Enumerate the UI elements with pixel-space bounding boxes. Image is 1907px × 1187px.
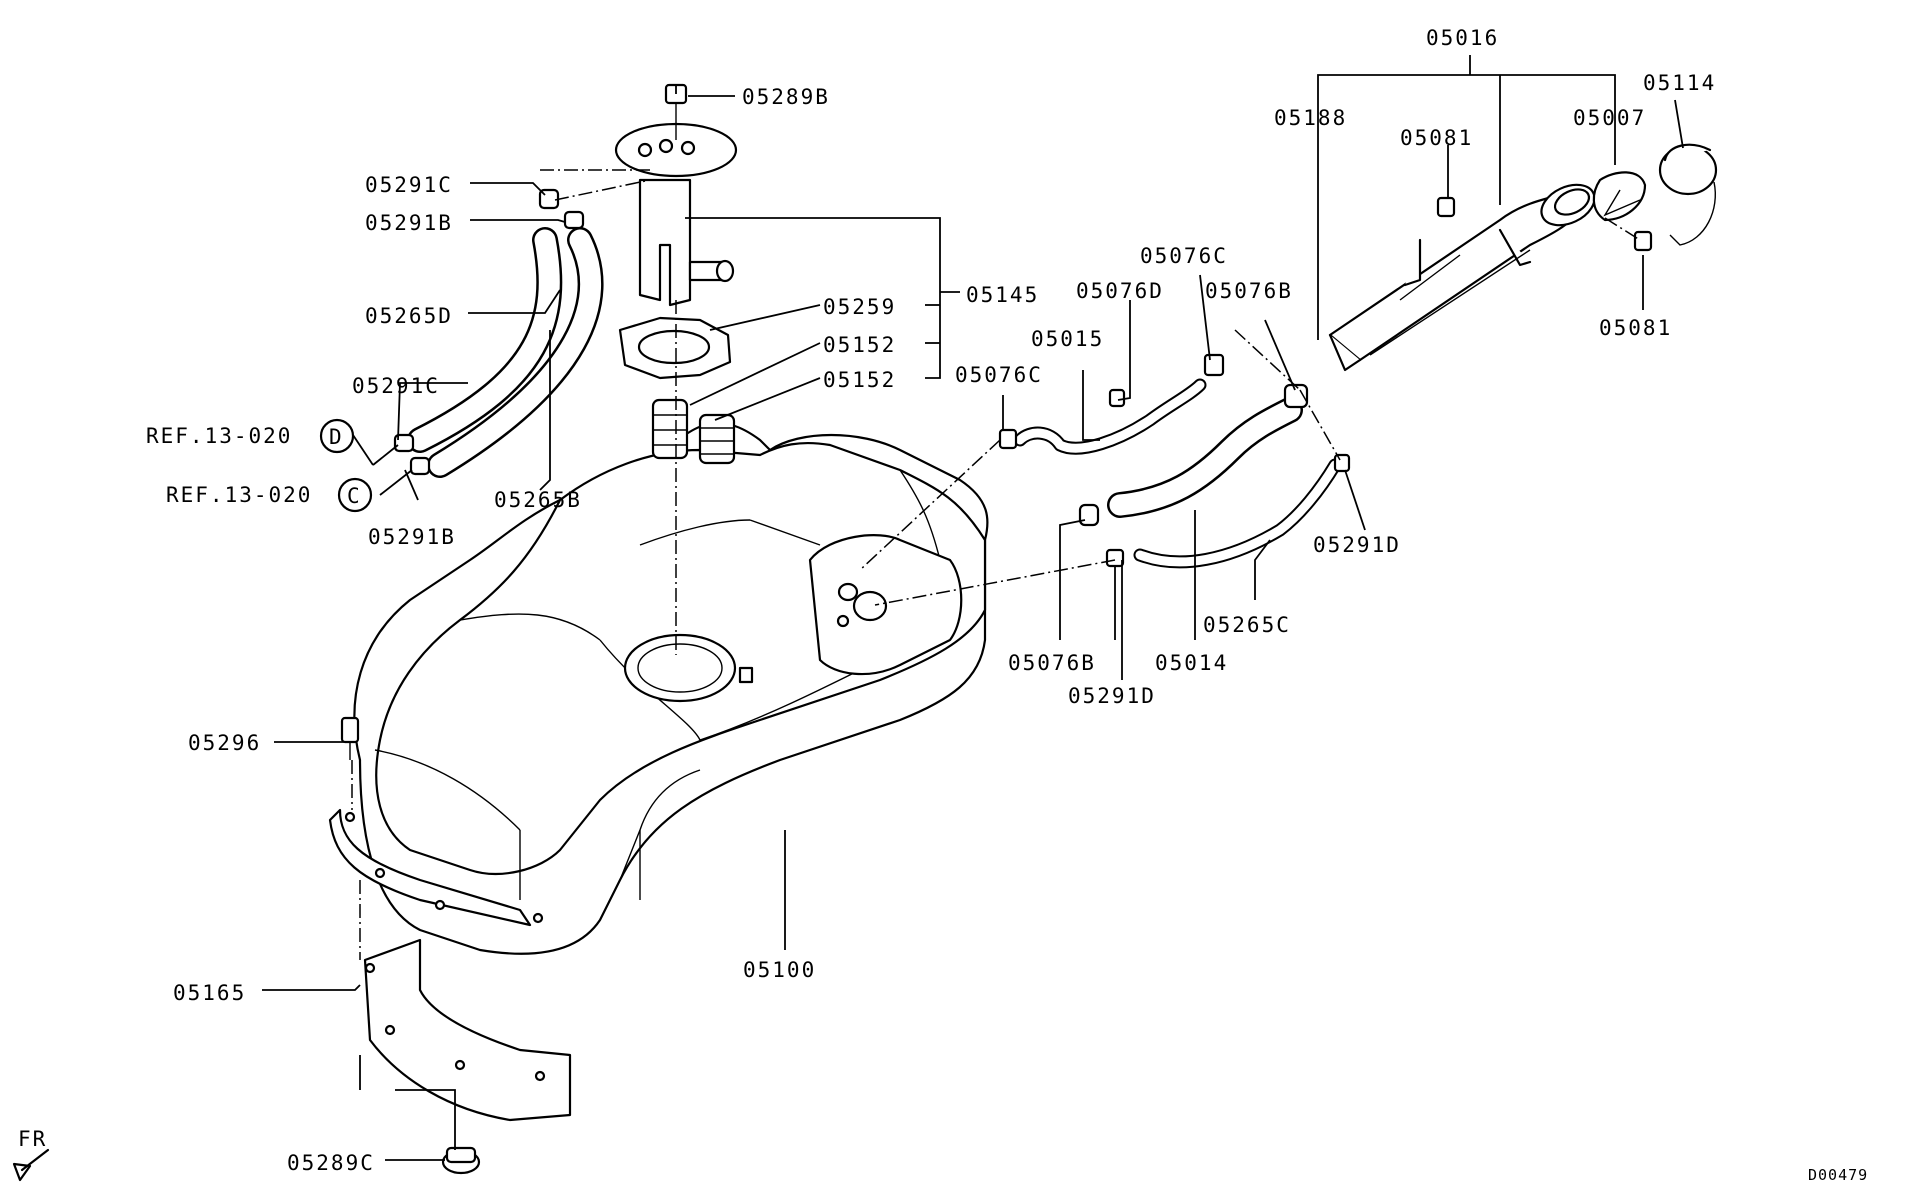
fr-label: FR [18,1127,47,1151]
ref-circle-c-letter: C [347,484,362,508]
fuel-cap [1658,143,1718,246]
label-05152-a: 05152 [823,333,896,357]
heat-shield [363,938,572,1122]
ref-circle-d-letter: D [329,425,344,449]
label-05265B: 05265B [494,488,582,512]
bolts-05081 [1436,196,1653,252]
ref-label-c: REF.13-020 [166,483,312,507]
label-05291C-mid: 05291C [352,374,440,398]
label-05016: 05016 [1426,26,1499,50]
label-05076B-bot: 05076B [1008,651,1096,675]
label-05014: 05014 [1155,651,1228,675]
label-05291D-right: 05291D [1313,533,1401,557]
bolt-05296 [340,716,360,760]
nut-05289C [441,1146,481,1175]
label-05015: 05015 [1031,327,1104,351]
leader-lines [262,55,1684,1161]
label-05265C: 05265C [1203,613,1291,637]
arrow-down-left-icon [12,1148,50,1182]
label-05081-top: 05081 [1400,126,1473,150]
label-05145: 05145 [966,283,1039,307]
label-05152-b: 05152 [823,368,896,392]
ref-callouts: REF.13-020 D REF.13-020 C [146,418,373,513]
ref-circle-d [319,418,355,454]
label-05296: 05296 [188,731,261,755]
label-05291B-top: 05291B [365,211,453,235]
label-05259: 05259 [823,295,896,319]
label-05289C: 05289C [287,1151,375,1175]
label-05291D-bot: 05291D [1068,684,1156,708]
filler-hoses [998,353,1351,569]
fuel-pump-module [614,122,738,465]
label-05289B: 05289B [742,85,830,109]
ref-circle-c [337,477,373,513]
front-direction-indicator: FR [12,1127,50,1182]
label-05165: 05165 [173,981,246,1005]
label-05100: 05100 [743,958,816,982]
label-05076D: 05076D [1076,279,1164,303]
label-05076B-top: 05076B [1205,279,1293,303]
assembly-center-lines [351,169,1641,960]
label-05076C-mid: 05076C [955,363,1043,387]
filler-ring-05007 [1592,171,1647,222]
part-labels: 05016 05114 05188 05007 05081 05081 0528… [173,26,1716,1175]
label-05076C-top: 05076C [1140,244,1228,268]
drawing-number: D00479 [1808,1166,1868,1184]
label-05007: 05007 [1573,106,1646,130]
label-05265D: 05265D [365,304,453,328]
label-05081-right: 05081 [1599,316,1672,340]
filler-neck [1328,183,1596,372]
label-05291B-bot: 05291B [368,525,456,549]
label-05291C-top: 05291C [365,173,453,197]
vent-hoses-left [393,188,604,478]
ref-label-d: REF.13-020 [146,424,292,448]
label-05114: 05114 [1643,71,1716,95]
fuel-tank [328,422,989,955]
label-05188: 05188 [1274,106,1347,130]
